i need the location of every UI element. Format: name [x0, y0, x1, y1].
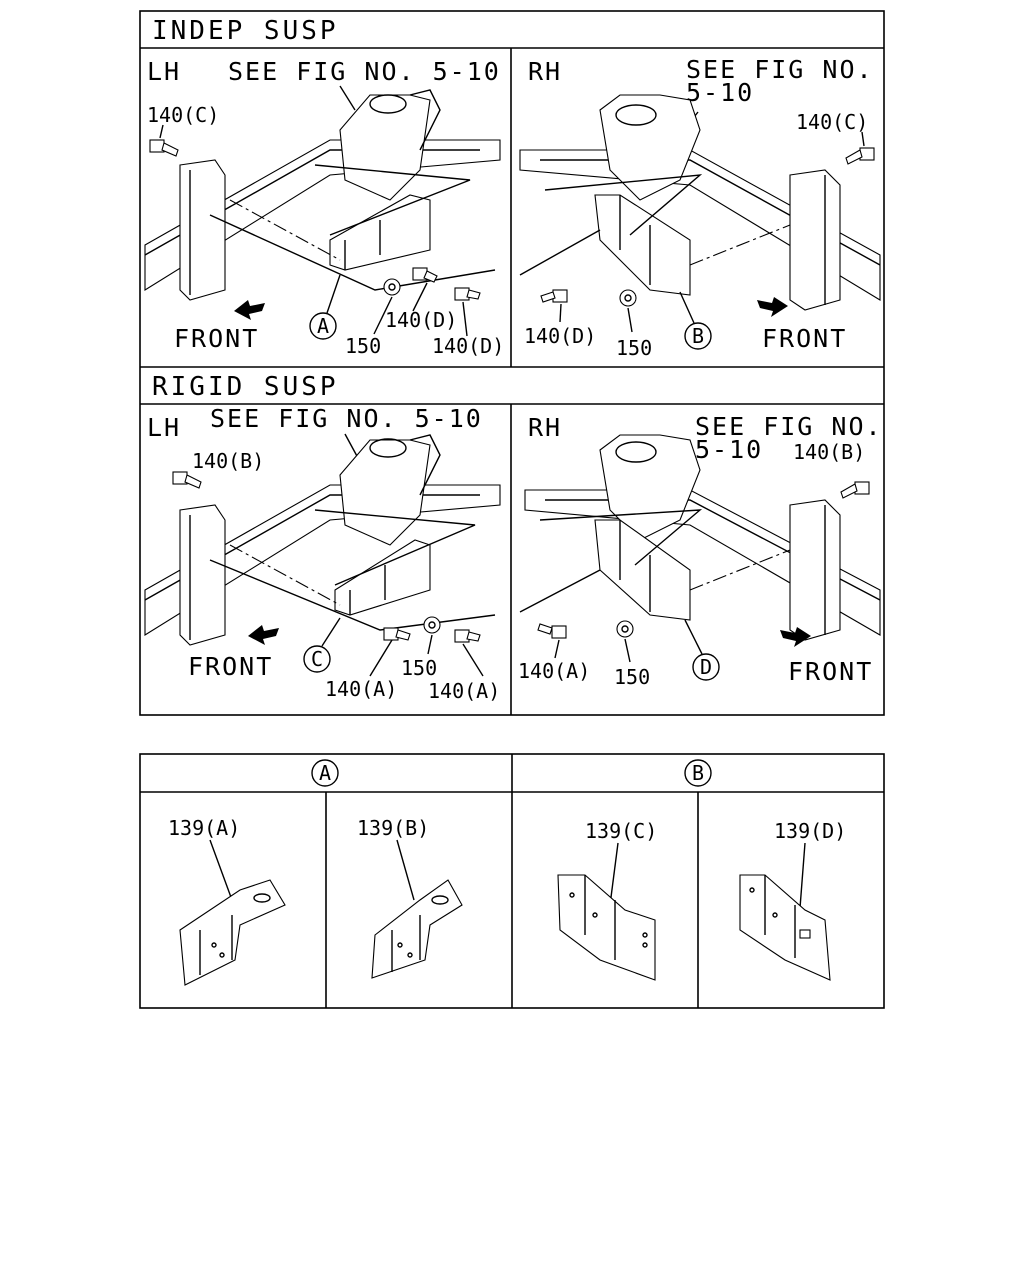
bolt-icon — [412, 267, 438, 283]
cross-member — [789, 169, 841, 311]
front-arrow-icon — [780, 627, 811, 647]
cross-member — [789, 499, 841, 641]
bolt-label: 140(D) — [432, 334, 504, 358]
see-fig-label: 5-10 — [686, 78, 754, 107]
bolt-label: 140(B) — [793, 440, 865, 464]
front-arrow-icon — [757, 297, 788, 317]
cross-member — [179, 159, 226, 301]
side-label: LH — [147, 57, 181, 86]
callout-circle — [684, 322, 712, 350]
indep-susp-title: INDEP SUSP — [152, 16, 339, 46]
bracket — [594, 194, 691, 296]
bolt-label: 140(A) — [518, 659, 590, 683]
side-label: RH — [528, 57, 562, 86]
nut-label: 150 — [345, 334, 381, 358]
header-callout-b — [684, 759, 712, 787]
nut-icon — [423, 616, 441, 634]
see-fig-label: SEE FIG NO. 5-10 — [228, 57, 501, 86]
bolt-icon — [149, 139, 179, 157]
bracket-part-c: 139(C) — [557, 819, 657, 981]
front-arrow-icon — [234, 300, 265, 320]
callout-circle — [692, 653, 720, 681]
see-fig-label: SEE FIG NO. 5-10 — [210, 404, 483, 433]
bracket-part-d: 139(D) — [739, 819, 846, 981]
bolt-icon — [540, 289, 568, 303]
callout-letter: A — [317, 314, 329, 338]
header-letter-a: A — [319, 761, 331, 785]
panel-indep-rh: RH SEE FIG NO. 5-10 140(C) 140(D) — [519, 55, 881, 360]
part-label: 139(D) — [774, 819, 846, 843]
nut-label: 150 — [616, 336, 652, 360]
bolt-icon — [383, 627, 411, 641]
bolt-icon — [537, 623, 567, 639]
nut-label: 150 — [614, 665, 650, 689]
bolt-label: 140(D) — [524, 324, 596, 348]
side-label: LH — [147, 413, 181, 442]
panel-rigid-rh: RH SEE FIG NO. 5-10 140(B) 140(A) 150 — [518, 412, 883, 689]
panel-indep-lh: LH SEE FIG NO. 5-10 140(C) — [144, 57, 504, 358]
side-label: RH — [528, 413, 562, 442]
callout-letter: C — [311, 647, 323, 671]
bolt-label: 140(C) — [796, 110, 868, 134]
cross-member — [179, 504, 226, 646]
bolt-icon — [840, 481, 870, 499]
front-arrow-icon — [248, 625, 279, 645]
bolt-label: 140(C) — [147, 103, 219, 127]
bolt-icon — [845, 147, 875, 165]
see-fig-label: SEE FIG NO. — [686, 55, 874, 84]
detail-table: A B 139(A) 139(B) 139(C) — [139, 753, 885, 1009]
nut-icon — [616, 620, 634, 638]
bolt-label: 140(D) — [385, 308, 457, 332]
front-label: FRONT — [188, 652, 273, 681]
bolt-icon — [454, 287, 481, 301]
callout-letter: D — [700, 655, 712, 679]
bolt-label: 140(A) — [428, 679, 500, 703]
header-callout-a — [311, 759, 339, 787]
bolt-icon — [172, 471, 202, 489]
front-label: FRONT — [174, 324, 259, 353]
nut-label: 150 — [401, 656, 437, 680]
main-frame — [139, 10, 885, 716]
bracket — [334, 539, 431, 616]
suspension-tower — [339, 439, 431, 546]
part-label: 139(A) — [168, 816, 240, 840]
suspension-tower — [339, 94, 431, 201]
rigid-susp-title: RIGID SUSP — [152, 372, 339, 402]
bracket-part-b: 139(B) — [357, 816, 463, 979]
see-fig-label: SEE FIG NO. — [695, 412, 883, 441]
callout-letter: B — [692, 324, 704, 348]
callout-circle — [309, 312, 337, 340]
front-label: FRONT — [762, 324, 847, 353]
part-label: 139(C) — [585, 819, 657, 843]
suspension-tower — [599, 94, 701, 201]
bolt-icon — [454, 629, 481, 643]
see-fig-label: 5-10 — [695, 435, 763, 464]
nut-icon — [619, 289, 637, 307]
bolt-label: 140(B) — [192, 449, 264, 473]
nut-icon — [383, 278, 401, 296]
front-label: FRONT — [788, 657, 873, 686]
bracket-part-a: 139(A) — [168, 816, 286, 986]
part-label: 139(B) — [357, 816, 429, 840]
bolt-label: 140(A) — [325, 677, 397, 701]
callout-circle — [303, 645, 331, 673]
panel-rigid-lh: LH SEE FIG NO. 5-10 140(B) — [144, 404, 501, 703]
header-letter-b: B — [692, 761, 704, 785]
